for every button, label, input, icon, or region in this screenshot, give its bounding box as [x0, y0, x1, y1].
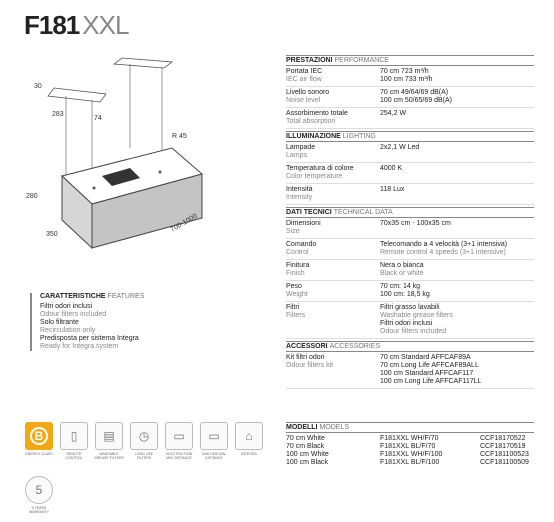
dim-350: 350 [46, 231, 58, 238]
features-heading-en: FEATURES [107, 293, 145, 300]
icon-label: INTEGRA [241, 452, 257, 456]
icon-label: WASHABLE GREASE FILTERS [94, 452, 124, 460]
model-variant: XXL [82, 10, 129, 40]
icon-label: ELECTRIC HOB MIN. DISTANCE [166, 452, 192, 460]
dim-r45: R 45 [172, 133, 187, 140]
icon-label: REMOTE CONTROL [65, 452, 83, 460]
section-heading-models: MODELLI MODELS [286, 422, 534, 433]
model-name: F181 [24, 10, 80, 40]
washable-filters-icon: ▤ WASHABLE GREASE FILTERS [94, 422, 124, 460]
technical-drawing: 30 283 74 R 45 280 350 700-1000 [26, 57, 204, 250]
energy-class-icon: B ENERGY CLASS [24, 422, 54, 460]
icon-label: GAS HOB MIN. DISTANCE [201, 452, 227, 460]
icon-label: ENERGY CLASS [25, 452, 53, 456]
feature-item: Filtri odori inclusi [40, 303, 93, 310]
dim-280: 280 [26, 193, 38, 200]
feature-item-en: Ready for Integra system [40, 343, 119, 350]
integra-icon: ⌂ INTEGRA [234, 422, 264, 460]
dim-74: 74 [94, 115, 102, 122]
section-heading-performance: PRESTAZIONI PERFORMANCE [286, 55, 534, 66]
long-life-filters-icon: ◷ LONG LIFE FILTERS [129, 422, 159, 460]
feature-item: Predisposta per sistema Integra [40, 335, 139, 342]
energy-class-value: B [30, 427, 48, 445]
dim-283: 283 [52, 111, 64, 118]
feature-item-en: Odour filters included [40, 311, 107, 318]
warranty-label: 5 YEARS WARRANTY [29, 506, 49, 514]
feature-item: Solo filtrante [40, 319, 79, 326]
remote-control-icon: ▯ REMOTE CONTROL [59, 422, 89, 460]
feature-icons: B ENERGY CLASS ▯ REMOTE CONTROL ▤ WASHAB… [24, 422, 264, 460]
dim-30: 30 [34, 83, 42, 90]
electric-hob-distance-icon: ▭ ELECTRIC HOB MIN. DISTANCE [164, 422, 194, 460]
feature-item-en: Recirculation only [40, 327, 96, 334]
section-heading-technical: DATI TECNICI TECHNICAL DATA [286, 207, 534, 218]
section-heading-lighting: ILLUMINAZIONE LIGHTING [286, 131, 534, 142]
icon-label: LONG LIFE FILTERS [134, 452, 154, 460]
features-box: CARATTERISTICHE FEATURES Filtri odori in… [30, 293, 260, 351]
features-heading-it: CARATTERISTICHE [40, 293, 106, 300]
features-heading: CARATTERISTICHE FEATURES [40, 293, 260, 300]
section-heading-accessories: ACCESSORI ACCESSORIES [286, 341, 534, 352]
warranty-icon: 5 5 YEARS WARRANTY [24, 476, 54, 514]
gas-hob-distance-icon: ▭ GAS HOB MIN. DISTANCE [199, 422, 229, 460]
